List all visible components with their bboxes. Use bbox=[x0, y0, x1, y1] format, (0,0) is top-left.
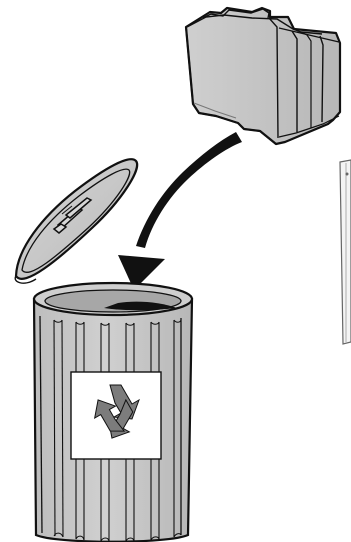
ink-cartridge bbox=[186, 8, 340, 144]
printer-edge bbox=[340, 160, 351, 344]
recycling-bin bbox=[34, 283, 192, 542]
trash-lid bbox=[15, 159, 137, 283]
arrow-curved-down bbox=[118, 132, 242, 290]
